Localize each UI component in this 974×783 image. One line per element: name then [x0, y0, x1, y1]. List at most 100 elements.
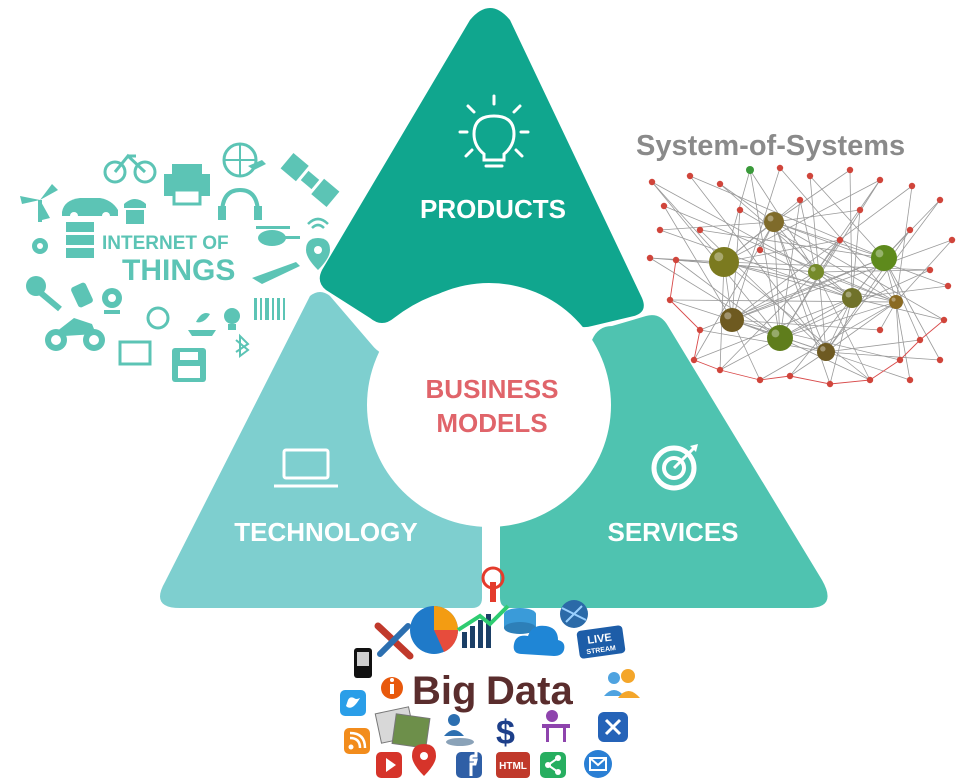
network-edge: [895, 301, 901, 361]
satellite-icon: [280, 153, 340, 207]
network-red-edge: [759, 375, 791, 381]
network-edge: [731, 319, 881, 331]
desk-worker-icon: [542, 710, 570, 742]
helicopter-icon: [256, 226, 300, 246]
photos-icon: [374, 706, 431, 749]
network-edge: [723, 261, 853, 299]
network-edge: [723, 239, 841, 263]
network-edge: [649, 257, 781, 339]
network-edge: [723, 261, 897, 303]
airplane-icon: [252, 262, 300, 284]
headphones-icon: [220, 187, 260, 215]
network-edge: [849, 169, 853, 299]
technology-label: TECHNOLOGY: [234, 517, 417, 547]
network-edge: [825, 229, 911, 353]
dollar-icon: $: [496, 714, 515, 752]
info-icon: [381, 677, 403, 699]
network-red-edge: [669, 259, 677, 301]
bluetooth-icon: [235, 333, 250, 358]
network-edge: [651, 181, 817, 273]
network-red-edge: [719, 369, 761, 381]
network-edge: [895, 239, 953, 303]
plant-icon: [188, 313, 216, 336]
network-node-small: [660, 202, 668, 210]
network-node-highlight: [845, 291, 852, 298]
key-icon: [26, 276, 62, 312]
network-node-small: [666, 296, 674, 304]
network-edge: [663, 205, 733, 321]
network-node-small: [646, 254, 654, 262]
pie-chart-icon: [410, 606, 459, 654]
network-edge: [773, 221, 949, 287]
tech-support-icon: [598, 712, 628, 742]
growth-chart-icon: [456, 604, 510, 648]
network-edge: [719, 183, 853, 299]
network-node-large: [720, 308, 744, 332]
big-data-word1: Big: [412, 669, 476, 713]
network-edge: [895, 301, 911, 381]
network-node-small: [696, 326, 704, 334]
network-edge: [731, 185, 913, 321]
network-edge: [719, 271, 817, 371]
network-edge: [699, 329, 827, 353]
network-node-highlight: [820, 346, 826, 352]
network-edge: [759, 249, 853, 299]
network-edges: [649, 167, 953, 385]
network-node-small: [690, 356, 698, 364]
network-red-edge: [669, 299, 701, 331]
network-red-edges: [669, 259, 945, 385]
network-edge: [723, 261, 931, 271]
network-edge: [689, 175, 827, 353]
center-circle: [367, 283, 611, 527]
network-node-small: [756, 376, 764, 384]
network-edge: [779, 167, 897, 303]
gear-icon: [32, 238, 48, 254]
products-segment[interactable]: [319, 8, 644, 328]
network-edge: [659, 221, 775, 231]
music-player-icon: [354, 648, 372, 678]
live-badge-line1: LIVE: [587, 632, 613, 647]
network-node-small: [944, 282, 952, 290]
floppy-disk-icon: [172, 348, 206, 382]
network-red-edge: [869, 359, 901, 381]
network-node-small: [936, 356, 944, 364]
network-edge: [723, 179, 881, 263]
network-edge: [749, 169, 781, 339]
network-node-large: [871, 245, 897, 271]
network-node-small: [916, 336, 924, 344]
network-edge: [883, 257, 941, 361]
network-node-highlight: [714, 252, 724, 262]
network-node-large: [764, 212, 784, 232]
network-node-small: [836, 236, 844, 244]
network-node-small: [940, 316, 948, 324]
network-node-small: [656, 226, 664, 234]
big-data-word2: Data: [486, 669, 573, 713]
network-node-small: [896, 356, 904, 364]
network-edge: [723, 261, 871, 381]
webcam-icon: [102, 288, 122, 314]
network-node-small: [826, 380, 834, 388]
network-node-large: [817, 343, 835, 361]
center-label-line2: MODELS: [436, 408, 547, 438]
network-edge: [779, 297, 853, 339]
network-red-edge: [693, 359, 721, 371]
network-edge: [689, 175, 885, 259]
person-network-icon: [444, 714, 474, 746]
database-icon: [504, 608, 536, 634]
target-icon: [651, 444, 698, 491]
network-edge: [723, 169, 751, 263]
network-node-small: [866, 376, 874, 384]
car-icon: [62, 198, 118, 220]
globe-plane-icon: [222, 142, 266, 178]
network-edge: [895, 185, 913, 303]
network-edge: [799, 199, 817, 273]
network-node-small: [786, 372, 794, 380]
users-icon: [604, 669, 640, 698]
network-node-highlight: [810, 266, 816, 272]
iot-icon-cloud: INTERNET OF THINGS: [20, 142, 340, 382]
network-node-small: [936, 196, 944, 204]
network-node-small: [796, 196, 804, 204]
center-label-line1: BUSINESS: [426, 374, 559, 404]
network-node-highlight: [724, 312, 732, 320]
email-icon: [584, 750, 612, 778]
